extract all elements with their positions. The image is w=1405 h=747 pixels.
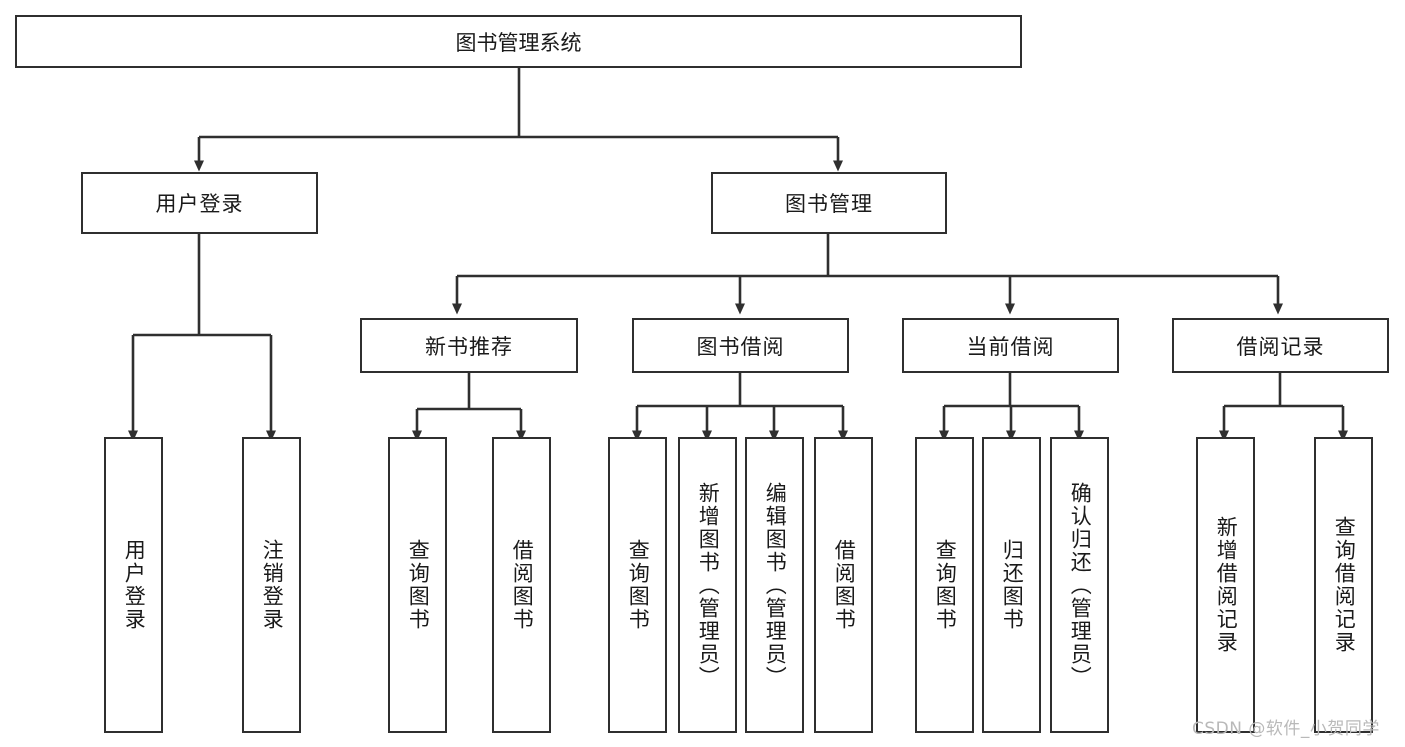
leaf-label: 注销登录 [260,539,285,631]
leaf-current-query-book[interactable]: 查询图书 [915,437,974,733]
node-label: 图书管理 [785,192,873,216]
node-label: 图书借阅 [696,334,785,359]
node-new-book-recommend[interactable]: 新书推荐 [360,318,578,373]
leaf-borrow-query-book[interactable]: 查询图书 [608,437,667,733]
leaf-user-login-signout[interactable]: 注销登录 [242,437,301,733]
leaf-label: 借阅图书 [510,539,535,631]
node-root-book-management-system[interactable]: 图书管理系统 [15,15,1022,68]
node-label: 新书推荐 [425,334,513,359]
node-label: 借阅记录 [1236,334,1325,359]
leaf-label: 借阅图书 [832,539,857,631]
node-book-borrow[interactable]: 图书借阅 [632,318,849,373]
csdn-watermark: CSDN @软件_小贺同学 [1192,719,1380,739]
node-user-login[interactable]: 用户登录 [81,172,318,234]
node-label: 图书管理系统 [455,30,582,55]
node-current-borrow[interactable]: 当前借阅 [902,318,1119,373]
leaf-record-query[interactable]: 查询借阅记录 [1314,437,1373,733]
node-label: 用户登录 [155,192,244,216]
leaf-new-book-borrow[interactable]: 借阅图书 [492,437,551,733]
leaf-borrow-borrow-book[interactable]: 借阅图书 [814,437,873,733]
leaf-current-return-book[interactable]: 归还图书 [982,437,1041,733]
leaf-label: 查询图书 [933,539,958,631]
node-label: 当前借阅 [966,334,1055,359]
node-book-management[interactable]: 图书管理 [711,172,947,234]
leaf-label: 新增借阅记录 [1214,516,1239,654]
node-borrow-record[interactable]: 借阅记录 [1172,318,1389,373]
leaf-borrow-add-book-admin[interactable]: 新增图书（管理员） [678,437,737,733]
leaf-label: 用户登录 [122,539,147,631]
leaf-label: 查询图书 [626,539,651,631]
leaf-user-login-signin[interactable]: 用户登录 [104,437,163,733]
leaf-new-book-query[interactable]: 查询图书 [388,437,447,733]
leaf-label: 查询图书 [406,539,431,631]
leaf-label: 新增图书（管理员） [696,481,721,689]
leaf-label: 查询借阅记录 [1332,516,1357,654]
leaf-borrow-edit-book-admin[interactable]: 编辑图书（管理员） [745,437,804,733]
leaf-record-add[interactable]: 新增借阅记录 [1196,437,1255,733]
leaf-current-confirm-return-admin[interactable]: 确认归还（管理员） [1050,437,1109,733]
leaf-label: 编辑图书（管理员） [763,481,788,689]
leaf-label: 确认归还（管理员） [1068,481,1093,689]
leaf-label: 归还图书 [1000,539,1025,631]
